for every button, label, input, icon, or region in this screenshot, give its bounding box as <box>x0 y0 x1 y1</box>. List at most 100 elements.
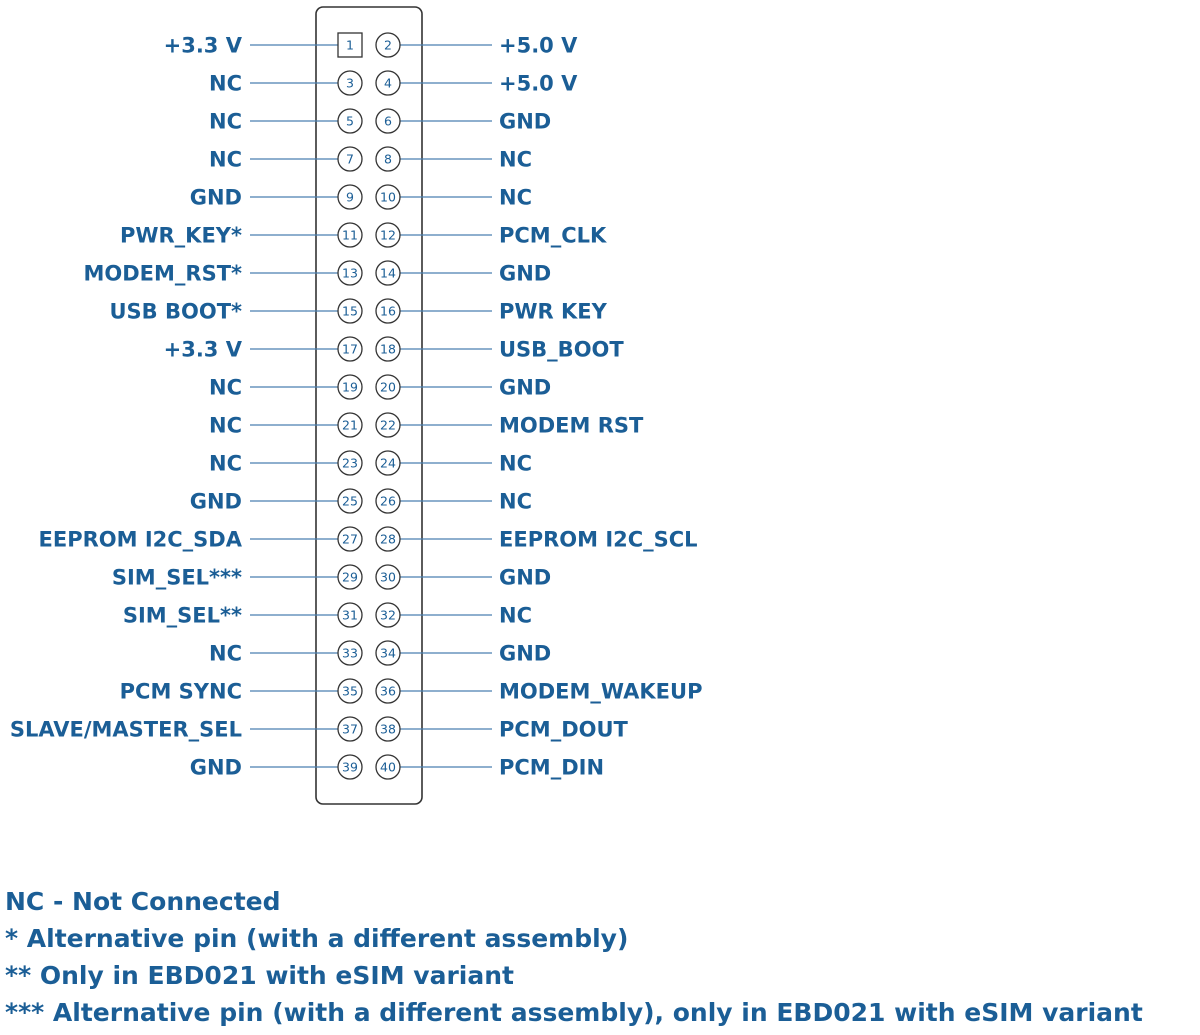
pin-marker-left <box>337 716 363 742</box>
pin-label-right: GND <box>499 110 551 134</box>
pin-label-right: GND <box>499 642 551 666</box>
header-body <box>315 6 423 805</box>
pin-number-left: 27 <box>342 532 358 547</box>
pin-marker-right <box>375 526 401 552</box>
pin-marker-left <box>337 450 363 476</box>
pin-label-left: PWR_KEY* <box>120 224 242 248</box>
pin-number-right: 10 <box>380 190 396 205</box>
pin-label-left: NC <box>209 110 242 134</box>
pin-marker-right <box>375 184 401 210</box>
pin-marker-left <box>337 184 363 210</box>
pin-row: 25 26 GND NC <box>190 488 532 514</box>
pin-marker-right <box>375 754 401 780</box>
pin-label-right: PWR KEY <box>499 300 608 324</box>
pin-number-left: 17 <box>342 342 358 357</box>
pin-marker-left <box>337 678 363 704</box>
pin-marker-right <box>375 298 401 324</box>
pin-label-left: NC <box>209 452 242 476</box>
pin-marker-left <box>337 526 363 552</box>
pin-label-right: +5.0 V <box>499 34 578 58</box>
pin-marker-left <box>337 754 363 780</box>
pin-number-left: 19 <box>342 380 358 395</box>
pin-label-left: +3.3 V <box>164 34 243 58</box>
pin-label-right: PCM_DIN <box>499 756 604 780</box>
pin-number-left: 15 <box>342 304 358 319</box>
pin-marker-left <box>337 260 363 286</box>
pin-marker-right <box>375 108 401 134</box>
pin-number-right: 32 <box>380 608 396 623</box>
pin-label-right: NC <box>499 604 532 628</box>
pin-label-right: EEPROM I2C_SCL <box>499 528 698 552</box>
pin-marker-left <box>337 336 363 362</box>
pin-label-left: GND <box>190 186 242 210</box>
pin-number-left: 11 <box>342 228 358 243</box>
pin-number-right: 2 <box>384 38 392 53</box>
pin-label-right: GND <box>499 262 551 286</box>
pin-marker-square <box>337 32 363 58</box>
pin-marker-right <box>375 146 401 172</box>
pin-number-left: 7 <box>346 152 354 167</box>
pin-number-right: 4 <box>384 76 392 91</box>
pin-number-right: 30 <box>380 570 396 585</box>
pin-marker-left <box>337 488 363 514</box>
pin-label-right: PCM_DOUT <box>499 718 629 742</box>
pin-marker-right <box>375 640 401 666</box>
pin-label-left: SIM_SEL** <box>123 604 242 628</box>
pin-row: 1 2 +3.3 V +5.0 V <box>164 32 578 58</box>
pin-label-left: MODEM_RST* <box>83 262 242 286</box>
pin-number-left: 31 <box>342 608 358 623</box>
pin-marker-left <box>337 640 363 666</box>
pin-number-left: 21 <box>342 418 358 433</box>
pin-number-right: 6 <box>384 114 392 129</box>
pin-marker-right <box>375 678 401 704</box>
pin-number-left: 39 <box>342 760 358 775</box>
pin-label-right: MODEM RST <box>499 414 644 438</box>
pin-label-right: NC <box>499 490 532 514</box>
pin-number-right: 20 <box>380 380 396 395</box>
pin-number-right: 16 <box>380 304 396 319</box>
pin-number-left: 35 <box>342 684 358 699</box>
pin-marker-left <box>337 602 363 628</box>
pin-number-right: 26 <box>380 494 396 509</box>
pin-label-left: GND <box>190 490 242 514</box>
legend: NC - Not Connected * Alternative pin (wi… <box>5 883 1143 1031</box>
pin-label-left: NC <box>209 642 242 666</box>
pin-number-left: 13 <box>342 266 358 281</box>
pin-number-right: 24 <box>380 456 396 471</box>
pin-label-left: EEPROM I2C_SDA <box>39 528 243 552</box>
pin-number-left: 5 <box>346 114 354 129</box>
pin-marker-right <box>375 260 401 286</box>
pin-marker-right <box>375 488 401 514</box>
pin-marker-left <box>337 298 363 324</box>
pin-marker-left <box>337 374 363 400</box>
pin-label-left: SIM_SEL*** <box>112 566 242 590</box>
pin-number-right: 12 <box>380 228 396 243</box>
pin-row: 31 32 SIM_SEL** NC <box>123 602 532 628</box>
pin-label-left: NC <box>209 72 242 96</box>
pin-number-left: 1 <box>346 38 354 53</box>
legend-triple-star-note: *** Alternative pin (with a different as… <box>5 998 1143 1027</box>
pin-label-right: NC <box>499 186 532 210</box>
pin-marker-right <box>375 32 401 58</box>
pin-marker-left <box>337 146 363 172</box>
pin-number-right: 40 <box>380 760 396 775</box>
pin-number-left: 37 <box>342 722 358 737</box>
pin-marker-left <box>337 70 363 96</box>
pin-marker-left <box>337 222 363 248</box>
pin-number-left: 25 <box>342 494 358 509</box>
pin-number-left: 33 <box>342 646 358 661</box>
pin-label-left: +3.3 V <box>164 338 243 362</box>
